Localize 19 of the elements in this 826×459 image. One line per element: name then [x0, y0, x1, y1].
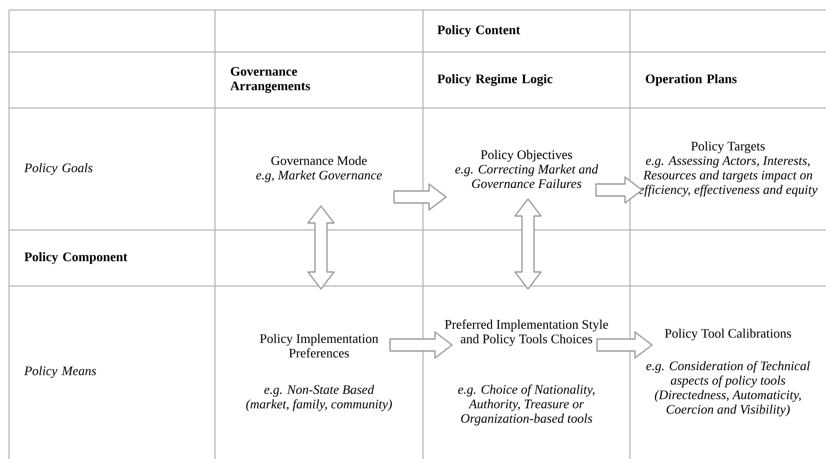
header-text: Governance Arrangements — [230, 67, 310, 93]
block-arrow — [596, 331, 653, 359]
table-cell: Policy Implementation Preferences e.g. Non-State Based (market, family, community) — [246, 334, 392, 412]
header-text: Policy Means — [24, 366, 96, 378]
block-arrow — [393, 183, 447, 211]
header-text: Policy Component — [24, 252, 128, 264]
table-cell: Preferred Implementation Style and Policy Tools Choices e.g. Choice of Nationality, Authority, Treasure or Organization-based tools — [444, 320, 608, 426]
header-text: Policy Goals — [24, 163, 92, 175]
block-arrow — [389, 331, 453, 359]
table-cell: Governance Mode e.g, Market Governance — [256, 156, 382, 182]
block-arrow — [307, 205, 335, 290]
block-arrow — [595, 176, 643, 204]
table-cell: Policy Tool Calibrations e.g. Consideration of Technical aspects of policy tools (Directedness, Automaticity, Coercion and Visibility) — [646, 328, 810, 416]
header-text: Policy Content — [437, 25, 520, 37]
block-arrow — [514, 198, 542, 290]
header-text: Operation Plans — [646, 74, 737, 86]
table-cell: Policy Objectives e.g. Correcting Market and Governance Failures — [455, 150, 598, 188]
header-text: Policy Regime Logic — [437, 74, 552, 86]
table-cell: Policy Targets e.g. Assessing Actors, Interests, Resources and targets impact on efficiency, effectiveness and equity — [638, 141, 818, 197]
